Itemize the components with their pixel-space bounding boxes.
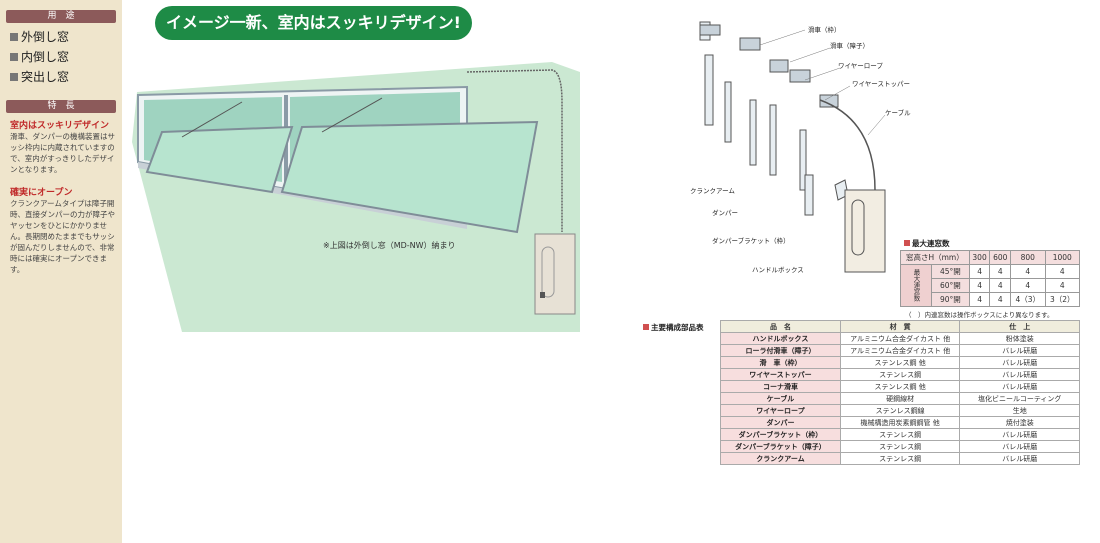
part-label: 滑車（障子） <box>830 42 869 50</box>
part-label: ワイヤーロープ <box>838 62 883 70</box>
components-title: 主要構成部品表 <box>643 322 704 333</box>
height-header: 300 <box>968 250 991 265</box>
bullet-square-icon <box>904 240 910 246</box>
header-label: 窓高さH（mm） <box>900 250 970 265</box>
feature-title: 室内はスッキリデザイン <box>10 121 110 131</box>
feature-title: 確実にオープン <box>10 188 73 198</box>
use-item: 突出し窓 <box>10 69 69 85</box>
table-row: 最大連窓数 45°開 4 4 4 4 <box>900 264 1080 307</box>
table-row: ダンパー機械構造用炭素鋼鋼管 他焼付塗装 <box>720 416 1080 429</box>
feature-body: クランクアームタイプは障子開時、直接ダンパーの力が障子やヤッセンをひとにかかりま… <box>10 199 115 274</box>
part-label: ダンパー <box>712 209 738 217</box>
use-heading: 用 途 <box>6 10 116 23</box>
sidebar: 用 途 外倒し窓 内倒し窓 突出し窓 特 長 室内はスッキリデザイン 滑車、ダン… <box>0 0 122 543</box>
table-row: ダンパーブラケット（枠）ステンレス鋼バレル研磨 <box>720 428 1080 441</box>
components-table: 品 名 材 質 仕 上 ハンドルボックスアルミニウム合金ダイカスト 他粉体塗装 … <box>720 320 1080 465</box>
bullet-square-icon <box>643 324 649 330</box>
table-row: ハンドルボックスアルミニウム合金ダイカスト 他粉体塗装 <box>720 332 1080 345</box>
feature-body: 滑車、ダンパーの機構装置はサッシ枠内に内蔵されていますので、室内がすっきりしたデ… <box>10 132 115 174</box>
table-row: クランクアームステンレス鋼バレル研磨 <box>720 452 1080 465</box>
column-header: 品 名 <box>720 320 841 333</box>
max-windows-note: （ ）内連窓数は操作ボックスにより異なります。 <box>905 311 1054 319</box>
table-row: ワイヤーストッパーステンレス鋼バレル研磨 <box>720 368 1080 381</box>
bullet-square-icon <box>10 53 18 61</box>
bullet-square-icon <box>10 33 18 41</box>
table-row: ワイヤーロープステンレス鋼線生地 <box>720 404 1080 417</box>
headline-banner: イメージ一新、室内はスッキリデザイン! <box>155 6 472 40</box>
part-label: 滑車（枠） <box>808 26 841 34</box>
height-header: 600 <box>989 250 1012 265</box>
column-header: 材 質 <box>839 320 961 333</box>
side-label: 最大連窓数 <box>900 264 932 307</box>
max-windows-title: 最大連窓数 <box>904 238 950 249</box>
table-row: ローラ付滑車（障子）アルミニウム合金ダイカスト 他バレル研磨 <box>720 344 1080 357</box>
part-label: ケーブル <box>885 109 911 117</box>
height-header: 1000 <box>1044 250 1080 265</box>
part-label: ハンドルボックス <box>752 266 804 274</box>
use-item: 内倒し窓 <box>10 49 69 65</box>
table-row: 60°開 4 4 4 4 <box>901 278 1080 293</box>
table-row: ダンパーブラケット（障子）ステンレス鋼バレル研磨 <box>720 440 1080 453</box>
illustration-caption: ※上図は外倒し窓（MD-NW）納まり <box>323 241 456 250</box>
window-illustration <box>132 62 580 332</box>
feature-heading: 特 長 <box>6 100 116 113</box>
parts-diagram <box>699 21 886 273</box>
table-row: 滑 車（枠）ステンレス鋼 他バレル研磨 <box>720 356 1080 369</box>
table-row: コーナ滑車ステンレス鋼 他バレル研磨 <box>720 380 1080 393</box>
bullet-square-icon <box>10 73 18 81</box>
max-windows-table: 窓高さH（mm） 300 600 800 1000 最大連窓数 45°開 4 4… <box>900 250 1080 307</box>
table-row: ケーブル硬鋼線材塩化ビニールコーティング <box>720 392 1080 405</box>
height-header: 800 <box>1010 250 1046 265</box>
part-label: クランクアーム <box>690 187 735 195</box>
part-label: ダンパーブラケット（枠） <box>712 237 790 245</box>
column-header: 仕 上 <box>959 320 1080 333</box>
table-row: 90°開 4 4 4（3） 3（2） <box>901 292 1080 307</box>
part-label: ワイヤーストッパー <box>852 80 910 88</box>
use-item: 外倒し窓 <box>10 29 69 45</box>
